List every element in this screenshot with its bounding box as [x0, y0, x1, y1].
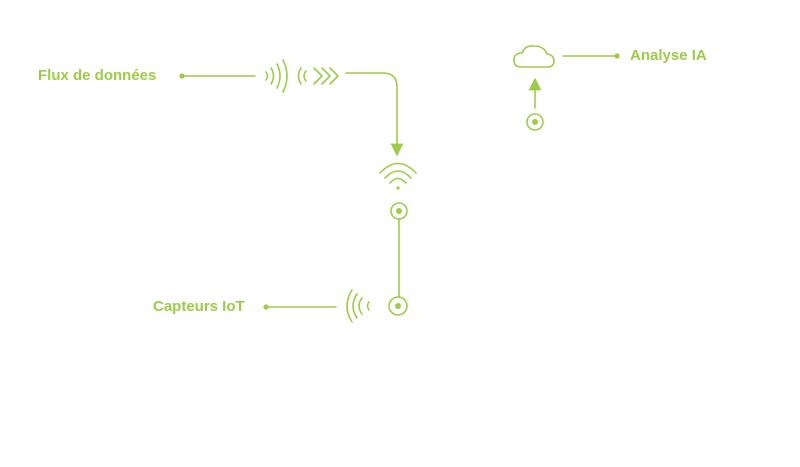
label-analyse-ia: Analyse IA: [630, 47, 707, 64]
radio-wave-icon: [346, 289, 370, 323]
target-node-icon: [526, 113, 544, 131]
label-capteurs-iot: Capteurs IoT: [153, 298, 245, 315]
capteurs-bullet-dot: [263, 304, 269, 310]
target-node-icon: [390, 202, 408, 220]
chevron-arrows-icon: [313, 67, 339, 85]
cloud-icon: [513, 45, 555, 68]
wifi-signal-icon: [379, 162, 417, 190]
label-flux-de-donnees: Flux de données: [38, 67, 157, 84]
target-node-icon: [388, 296, 408, 316]
flow-arrow-down: [345, 72, 404, 157]
radio-wave-icon: [297, 67, 307, 85]
radio-wave-icon: [265, 59, 288, 93]
analyse-bullet-dot: [614, 53, 620, 59]
